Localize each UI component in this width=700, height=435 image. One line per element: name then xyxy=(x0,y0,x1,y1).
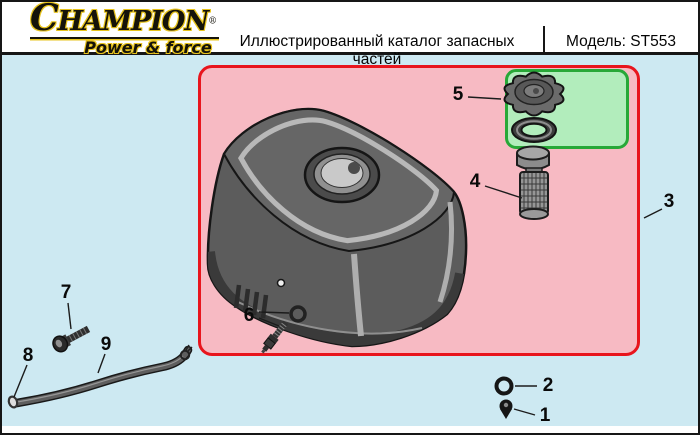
catalog-title: Иллюстрированный каталог запасных частей xyxy=(239,33,515,68)
callout-2: 2 xyxy=(542,375,554,396)
brand-underline: CHAMPION® xyxy=(30,0,220,39)
header-bar: CHAMPION® Power & force Иллюстрированный… xyxy=(2,2,698,68)
callout-4: 4 xyxy=(469,171,481,192)
callout-8: 8 xyxy=(22,345,34,366)
callout-9: 9 xyxy=(100,334,112,355)
callout-7: 7 xyxy=(60,282,72,303)
header-divider xyxy=(543,26,545,53)
model-label: Модель: ST553 xyxy=(566,33,676,50)
brand-logo: CHAMPION® Power & force xyxy=(30,3,220,56)
callout-5: 5 xyxy=(452,84,464,105)
callout-1: 1 xyxy=(539,405,551,426)
brand-text: CHAMPION xyxy=(30,0,209,39)
callout-3: 3 xyxy=(663,191,675,212)
tank-assembly-panel xyxy=(198,65,640,356)
brand-tagline: Power & force xyxy=(84,38,212,57)
cap-group-panel xyxy=(505,69,629,149)
registered-mark: ® xyxy=(208,16,218,27)
callout-6: 6 xyxy=(243,305,255,326)
